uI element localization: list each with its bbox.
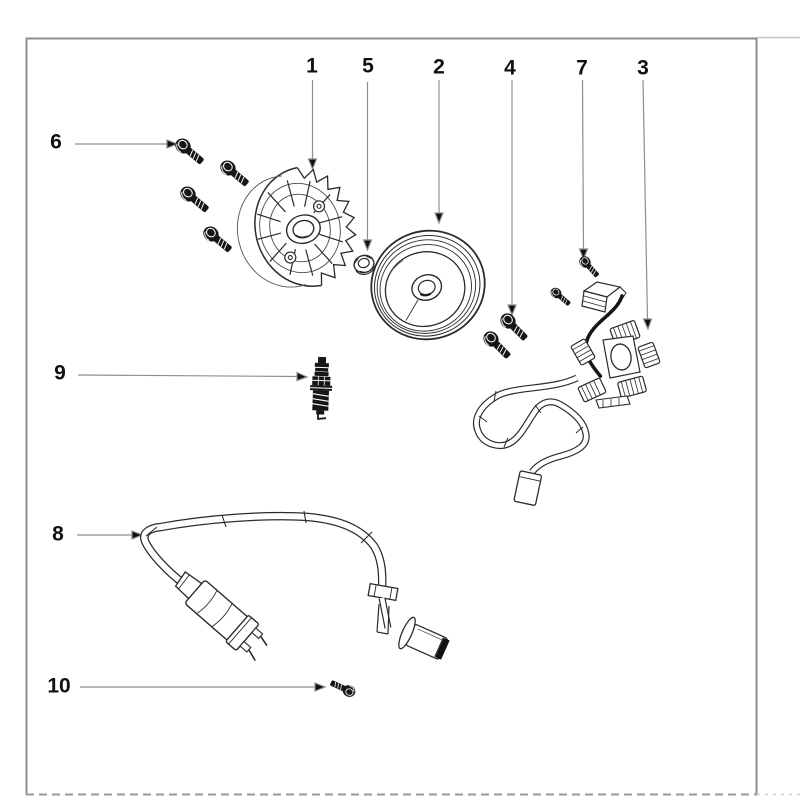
callout-label-5: 5 [362, 54, 374, 78]
callout-label-10: 10 [47, 674, 71, 698]
rotor-bolts-drawing [479, 309, 532, 363]
callout-label-1: 1 [306, 54, 318, 78]
callout-label-3: 3 [637, 56, 649, 80]
callout-label-7: 7 [576, 56, 588, 80]
callout-label-8: 8 [52, 522, 64, 546]
spark-plug-drawing [309, 356, 333, 420]
callout-label-4: 4 [504, 56, 516, 80]
flywheel-drawing [236, 166, 357, 288]
callout-label-2: 2 [433, 55, 445, 79]
diagram-frame [25, 36, 800, 796]
flywheel-bolts-drawing [171, 134, 253, 257]
callout-label-6: 6 [50, 130, 62, 154]
ignition-coil-drawing [140, 510, 450, 662]
flywheel-nut-drawing [353, 254, 375, 275]
stator-drawing [472, 281, 661, 506]
rotor-drum-drawing [370, 229, 486, 341]
callout-label-9: 9 [54, 361, 66, 385]
coil-screw-drawing [327, 676, 358, 700]
leader-lines [75, 79, 653, 692]
